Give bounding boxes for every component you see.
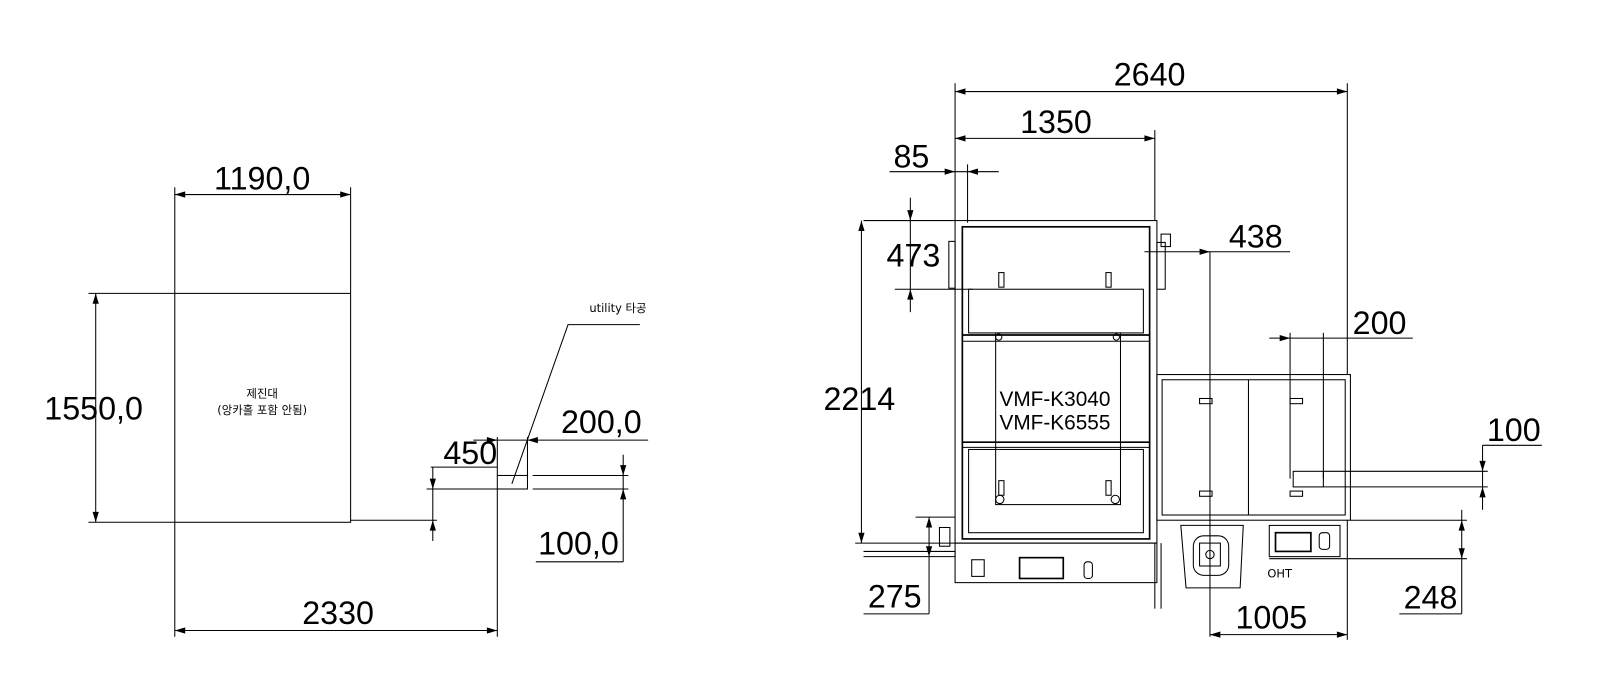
- utility-port: [1292, 470, 1324, 488]
- oht-label: OHT: [1267, 566, 1293, 580]
- dim-label: 473: [887, 237, 941, 273]
- dim-2214: 2214: [823, 220, 956, 544]
- dim-label: 1350: [1020, 104, 1092, 140]
- dim-label: 100,0: [538, 526, 619, 562]
- dim-1005: 1005: [1209, 520, 1348, 640]
- dim-473: 473: [863, 197, 973, 313]
- dim-275: 275: [863, 516, 956, 615]
- dim-2640: 2640: [955, 56, 1348, 95]
- dim-100: 100: [1323, 412, 1542, 510]
- dim-label: 85: [893, 139, 929, 175]
- dim-width-1190: 1190,0: [174, 160, 352, 294]
- dim-label: 1005: [1235, 599, 1307, 635]
- dim-label: 1190,0: [214, 160, 310, 196]
- dim-248: 248: [1269, 509, 1467, 616]
- dim-label: 2214: [823, 381, 895, 417]
- utility-leader: utility 타공: [511, 301, 647, 484]
- utility-label: utility 타공: [589, 301, 646, 315]
- dim-200: 200,0: [473, 404, 649, 476]
- table-label: 제진대: [246, 386, 278, 400]
- dim-200: 200: [1269, 305, 1413, 479]
- dim-label: 275: [868, 579, 922, 615]
- dim-438: 438: [1144, 219, 1291, 637]
- dim-label: 2330: [302, 595, 374, 631]
- dim-100: 100,0: [532, 454, 629, 563]
- model-label-1: VMF-K3040: [999, 388, 1110, 411]
- dim-label: 2640: [1114, 56, 1186, 92]
- dim-total-2330: 2330: [174, 488, 498, 637]
- dim-label: 100: [1487, 412, 1541, 448]
- dim-1350: 1350: [955, 104, 1155, 142]
- dim-height-1550: 1550,0: [44, 292, 175, 523]
- dim-450: 450: [426, 435, 498, 542]
- model-label-2: VMF-K6555: [999, 412, 1110, 435]
- table-note: (앙카홀 포함 안됨): [217, 403, 307, 417]
- dim-label: 248: [1404, 580, 1458, 616]
- side-cabinet: OHT: [1156, 374, 1351, 580]
- dim-label: 1550,0: [44, 390, 143, 426]
- dim-85: 85: [889, 139, 999, 175]
- vibration-table-outline: [174, 292, 352, 523]
- left-drawing: 제진대 (앙카홀 포함 안됨) 1190,0 1550,0: [44, 160, 649, 637]
- dim-label: 200: [1353, 305, 1407, 341]
- dim-label: 200,0: [561, 404, 642, 440]
- robot-unit: [1180, 524, 1244, 589]
- dim-label: 438: [1229, 219, 1283, 255]
- utility-hole: [496, 474, 528, 490]
- right-drawing: 2640 1350 85 473 2214: [823, 56, 1542, 640]
- main-cabinet: VMF-K3040 VMF-K6555: [863, 220, 1171, 609]
